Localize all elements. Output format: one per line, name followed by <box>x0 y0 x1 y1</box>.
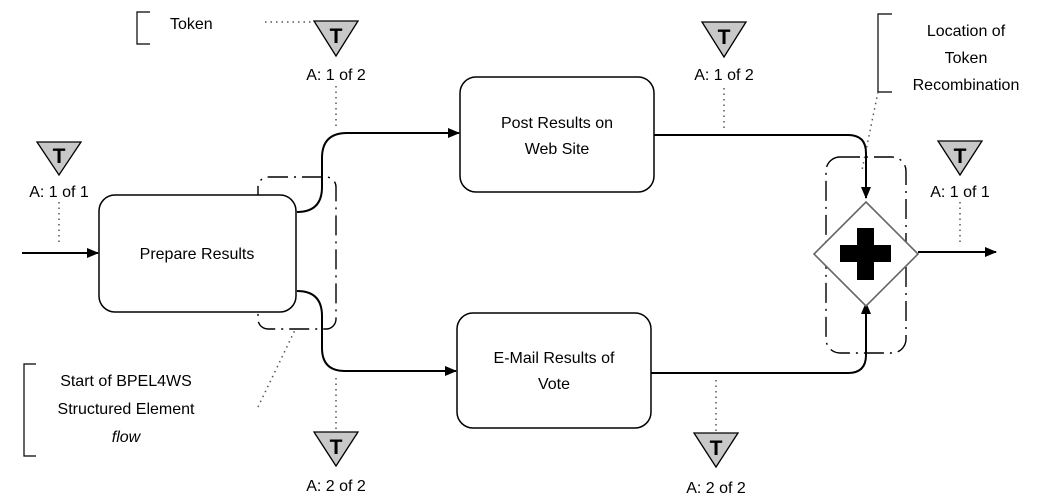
flow-start-group-outline <box>257 176 337 330</box>
sequence-flows <box>22 128 997 376</box>
token-annotation-bracket <box>136 11 150 45</box>
split-flow-bottom <box>296 290 457 376</box>
split-flow-top <box>296 128 460 213</box>
token-top-post: T A: 1 of 2 <box>694 21 754 130</box>
token-bottom-email-symbol: T <box>710 437 723 460</box>
task-email-results-label-line1: E-Mail Results of <box>494 350 615 367</box>
token-bottom-split-icon <box>312 431 360 468</box>
bpel-annotation-line1: Start of BPEL4WS <box>60 373 192 390</box>
task-post-results-label-line1: Post Results on <box>501 115 613 132</box>
token-top-split-symbol: T <box>330 25 343 48</box>
plus-icon <box>840 228 891 280</box>
token-top-post-icon <box>700 21 748 59</box>
token-end: T A: 1 of 1 <box>930 140 990 246</box>
token-bottom-split: T A: 2 of 2 <box>306 378 366 495</box>
task-prepare-results-label: Prepare Results <box>140 246 255 263</box>
token-top-split: T A: 1 of 2 <box>306 20 366 126</box>
token-top-split-icon <box>312 20 360 58</box>
token-annotation-text: Token <box>170 16 213 33</box>
bpel-annotation-line3: flow <box>112 429 142 446</box>
token-bottom-email: T A: 2 of 2 <box>686 380 746 497</box>
recombination-annotation-connector <box>861 91 879 171</box>
token-bottom-email-icon <box>692 432 740 469</box>
token-top-post-symbol: T <box>718 26 731 49</box>
recombination-annotation-line1: Location of <box>927 23 1006 40</box>
token-bottom-split-label: A: 2 of 2 <box>306 478 366 495</box>
task-email-results-box[interactable] <box>456 312 652 429</box>
recombination-annotation-bracket <box>877 13 892 93</box>
bpel-annotation-line2: Structured Element <box>58 401 196 418</box>
recombination-annotation: Location of Token Recombination <box>861 13 1020 171</box>
bpel-annotation-bracket <box>23 363 36 457</box>
token-start-label: A: 1 of 1 <box>29 184 89 201</box>
token-bottom-split-symbol: T <box>330 436 343 459</box>
task-prepare-results-box[interactable] <box>98 194 297 313</box>
token-end-label: A: 1 of 1 <box>930 184 990 201</box>
recombination-annotation-line3: Recombination <box>913 77 1020 94</box>
token-annotation: Token <box>136 11 318 45</box>
token-start: T A: 1 of 1 <box>29 141 89 245</box>
task-email-results-label-line2: Vote <box>538 376 570 393</box>
task-post-results-label-line2: Web Site <box>525 141 590 158</box>
token-top-split-label: A: 1 of 2 <box>306 67 366 84</box>
task-post-results-box[interactable] <box>459 76 655 193</box>
merge-flow-top <box>654 134 871 199</box>
token-top-post-label: A: 1 of 2 <box>694 67 754 84</box>
token-end-icon <box>936 140 984 177</box>
token-start-icon <box>35 141 83 177</box>
bpel-annotation-connector <box>257 329 296 408</box>
task-prepare-results[interactable]: Prepare Results <box>98 194 297 313</box>
task-email-results[interactable]: E-Mail Results of Vote <box>456 312 652 429</box>
token-end-symbol: T <box>954 145 967 168</box>
parallel-gateway[interactable] <box>812 200 920 308</box>
token-bottom-email-label: A: 2 of 2 <box>686 480 746 497</box>
merge-flow-bottom <box>651 302 871 374</box>
recombination-annotation-line2: Token <box>945 50 988 67</box>
task-post-results[interactable]: Post Results on Web Site <box>459 76 655 193</box>
token-start-symbol: T <box>53 145 66 168</box>
bpel-annotation: Start of BPEL4WS Structured Element flow <box>23 329 296 457</box>
